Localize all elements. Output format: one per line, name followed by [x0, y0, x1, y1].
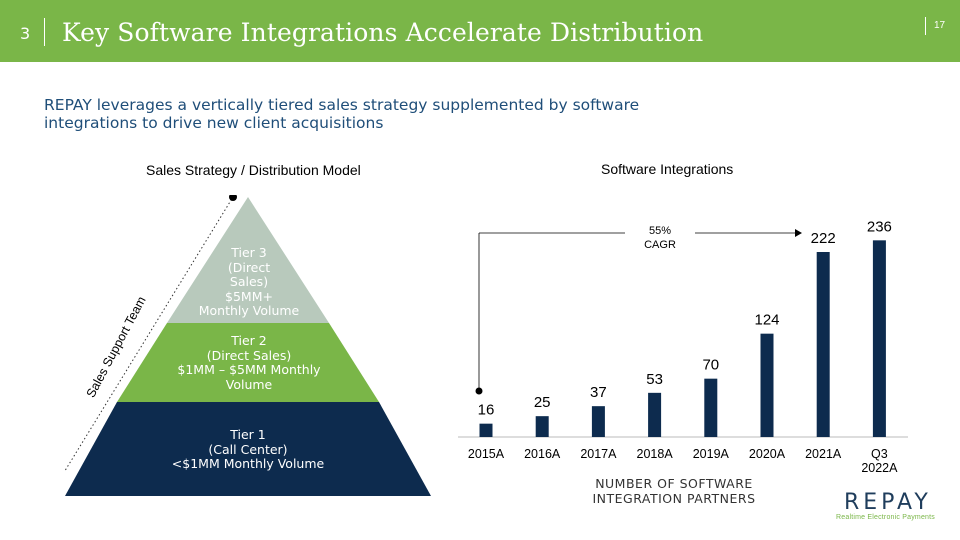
bar-value-label: 16	[478, 402, 495, 419]
bar-value-label: 124	[754, 312, 779, 329]
bar-2019a	[704, 378, 718, 437]
tier1-layer	[65, 402, 431, 496]
tier3-layer	[167, 197, 329, 323]
section-number: 3	[20, 24, 31, 43]
section-divider	[44, 18, 45, 46]
logo-wordmark: REPAY	[844, 490, 932, 515]
tier3-text: Tier 3 (Direct Sales) $5MM+ Monthly Volu…	[198, 245, 300, 318]
tier2-layer	[117, 323, 379, 402]
bar-2017a	[591, 406, 605, 437]
x-tick-label: 2020A	[749, 447, 786, 461]
repay-logo: REPAY Realtime Electronic Payments	[836, 490, 946, 524]
bar-2020a	[760, 333, 774, 437]
x-tick-label: 2021A	[805, 447, 842, 461]
tier1-text: Tier 1 (Call Center) <$1MM Monthly Volum…	[171, 427, 325, 471]
cagr-line1: 55%	[649, 225, 671, 237]
page-number-divider	[925, 17, 926, 35]
x-tick-label: 2018A	[637, 447, 674, 461]
bar-value-label: 236	[867, 218, 892, 235]
x-tick-label: 2017A	[580, 447, 617, 461]
x-tick-label: 2019A	[693, 447, 730, 461]
cagr-annotation: 55% CAGR	[475, 225, 802, 395]
slide-subtitle: REPAY leverages a vertically tiered sale…	[44, 96, 640, 132]
x-tick-label: 2016A	[524, 447, 561, 461]
bar-value-label: 37	[590, 384, 607, 401]
bar-2015a	[479, 423, 493, 437]
bar-value-label: 53	[646, 371, 663, 388]
bar-2016a	[535, 416, 549, 437]
bars-group: 16 2015A 25 2016A 37 2017A 53 2018A 70 2019A 124 20…	[468, 218, 898, 475]
software-integrations-chart: 55% CAGR 16 2015A 25 2016A 37 2017A 53 2018A 70 2…	[458, 218, 908, 475]
cagr-start-dot	[475, 387, 483, 395]
bar-value-label: 25	[534, 394, 551, 411]
dotted-line-top-dot	[229, 195, 237, 201]
bar-value-label: 222	[811, 230, 836, 247]
pyramid-title: Sales Strategy / Distribution Model	[146, 162, 361, 178]
cagr-arrowhead	[795, 229, 802, 237]
sales-support-dotted-line	[65, 196, 234, 472]
bar-2021a	[816, 252, 830, 437]
sales-pyramid	[65, 195, 431, 496]
bar-q3-2022a	[872, 240, 886, 437]
x-axis-caption: NUMBER OF SOFTWARE INTEGRATION PARTNERS	[592, 476, 756, 506]
bar-2018a	[648, 392, 662, 437]
header-bar: 3 Key Software Integrations Accelerate D…	[0, 0, 960, 62]
bar-value-label: 70	[702, 357, 719, 374]
logo-tagline: Realtime Electronic Payments	[836, 514, 935, 521]
tier2-text: Tier 2 (Direct Sales) $1MM – $5MM Monthl…	[177, 333, 321, 392]
cagr-line2: CAGR	[644, 239, 676, 251]
chart-title: Software Integrations	[601, 161, 734, 177]
page-title: Key Software Integrations Accelerate Dis…	[62, 18, 704, 47]
page-number: 17	[934, 20, 946, 31]
x-tick-label: 2015A	[468, 447, 505, 461]
